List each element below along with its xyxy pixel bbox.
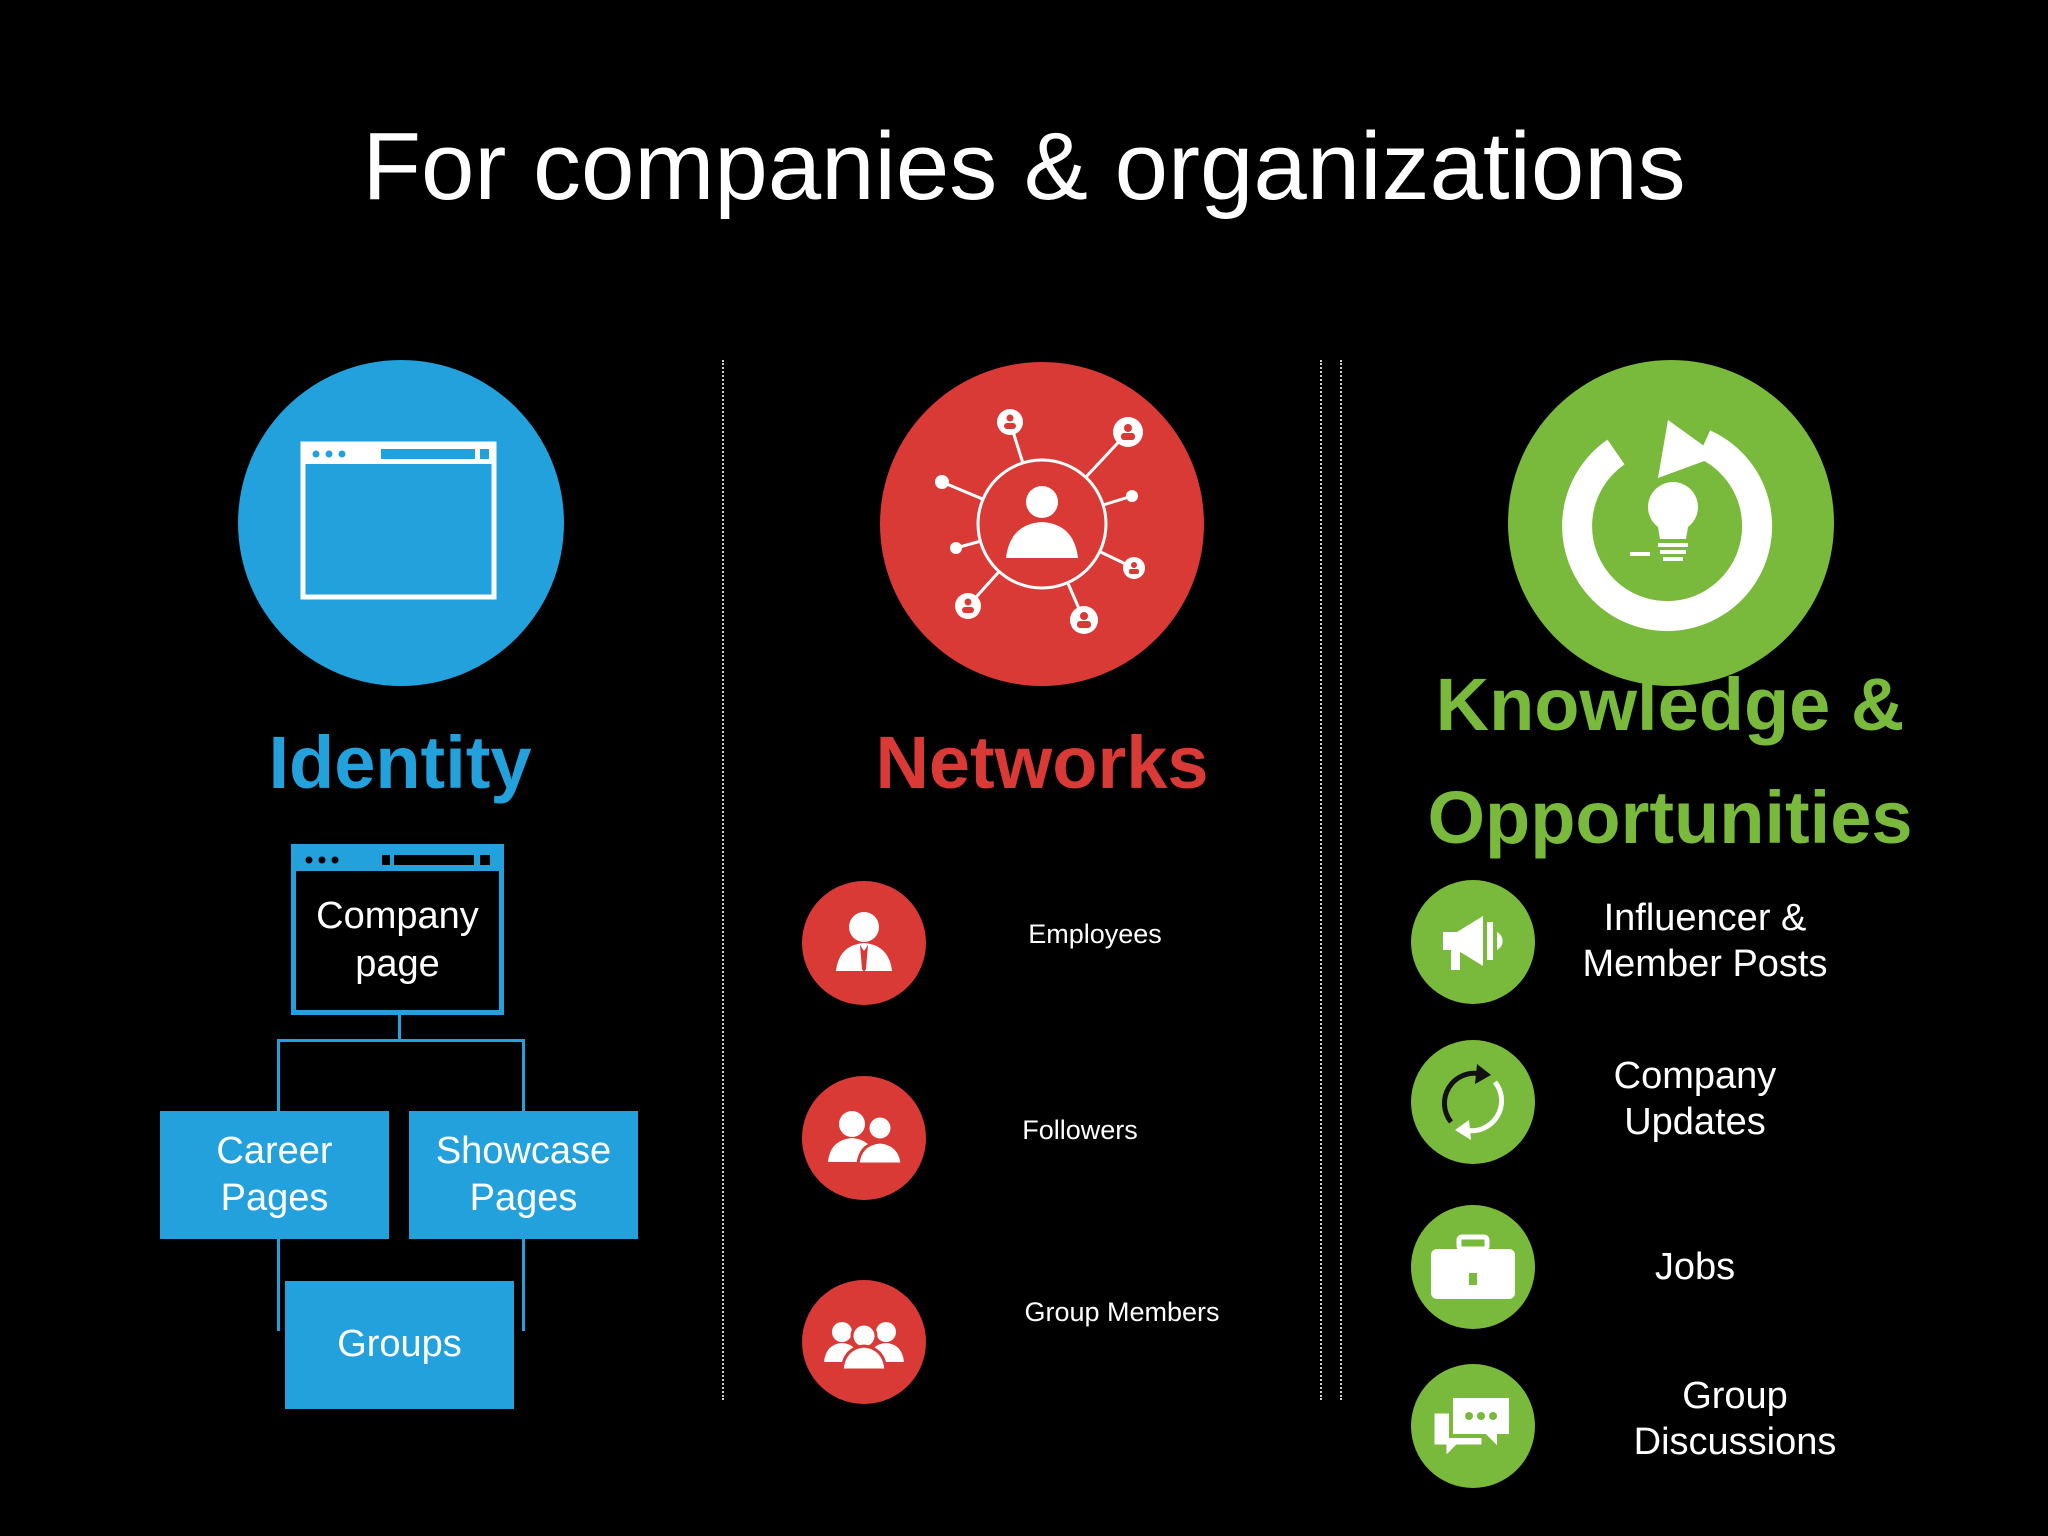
tree-connector [277,1237,280,1331]
column-divider-right-a [1320,360,1322,1400]
career-pages-box: Career Pages [160,1111,389,1239]
tree-connector [277,1039,525,1042]
column-divider-left [722,360,724,1400]
knowledge-circle [1508,360,1834,686]
identity-heading: Identity [268,721,532,804]
influencer-posts-circle [1411,880,1535,1004]
influencer-posts-label: Influencer & Member Posts [1582,897,1828,985]
groups-box: Groups [285,1281,514,1409]
column-divider-right-b [1340,360,1342,1400]
group-members-icon [824,1322,904,1372]
group-members-label: Group Members [1024,1297,1220,1327]
jobs-label: Jobs [1654,1246,1736,1288]
followers-label: Followers [1022,1115,1138,1145]
network-hub-icon [935,409,1145,634]
networks-heading: Networks [875,721,1209,804]
chat-bubbles-icon [1431,1394,1513,1462]
company-page-box: Company page [291,844,504,1015]
tree-connector [522,1237,525,1331]
jobs-circle [1411,1205,1535,1329]
refresh-arrows-icon [1441,1064,1505,1140]
knowledge-heading-line1: Knowledge & [1435,663,1905,746]
tree-connector [522,1039,525,1113]
page-title: For companies & organizations [362,113,1686,220]
employee-icon [836,912,892,972]
lightbulb-refresh-icon [1562,420,1773,632]
group-members-circle [802,1280,926,1404]
company-page-label: Company page [316,895,479,985]
employees-label: Employees [1028,919,1162,949]
knowledge-heading-line2: Opportunities [1427,776,1913,859]
tree-connector [277,1039,280,1113]
briefcase-icon [1431,1234,1515,1299]
employees-circle [802,881,926,1005]
networks-circle [880,362,1204,686]
followers-circle [802,1076,926,1200]
identity-circle [238,360,564,686]
browser-window-icon [300,441,497,600]
browser-bar-icon [296,849,499,871]
showcase-pages-box: Showcase Pages [409,1111,638,1239]
group-discussions-circle [1411,1364,1535,1488]
company-updates-circle [1411,1040,1535,1164]
company-updates-label: Company Updates [1613,1055,1777,1143]
followers-icon [828,1111,904,1166]
group-discussions-label: Group Discussions [1633,1375,1837,1463]
megaphone-icon [1443,916,1503,970]
tree-connector [398,1013,401,1041]
